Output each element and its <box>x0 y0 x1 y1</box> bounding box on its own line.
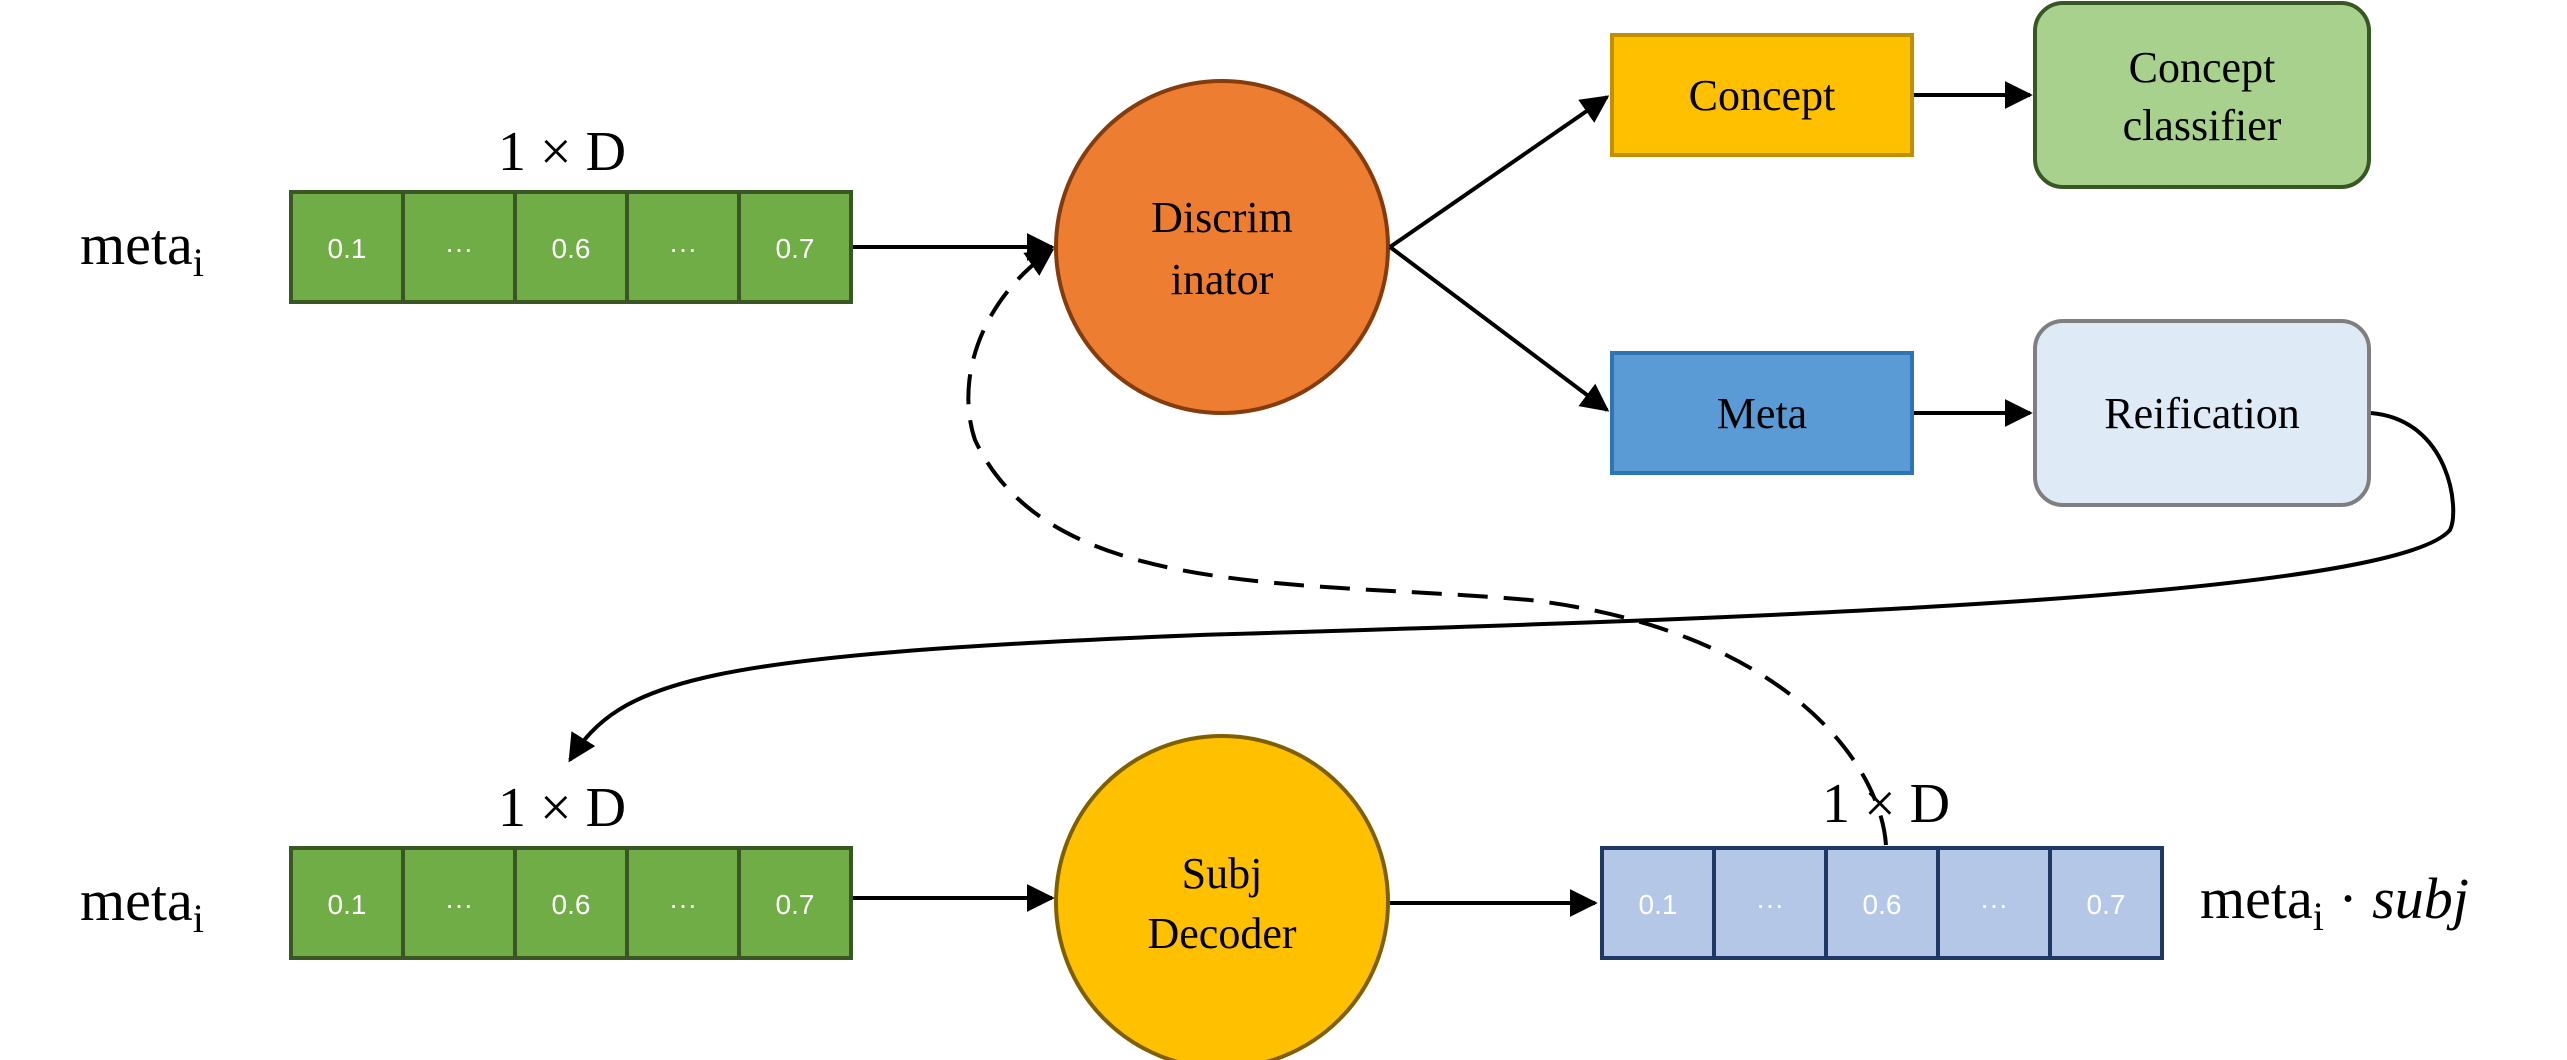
cell-value: ··· <box>669 889 697 920</box>
bottom-dim-label: 1 × D <box>498 777 626 839</box>
cell-value: 0.6 <box>552 233 591 264</box>
top-vector: 0.1 ··· 0.6 ··· 0.7 <box>289 190 853 304</box>
top-dim-label: 1 × D <box>498 121 626 183</box>
cell-value: ··· <box>669 233 697 264</box>
cell-value: 0.1 <box>328 233 367 264</box>
concept-label: Concept <box>1689 71 1836 120</box>
vector-cell <box>1824 846 1940 960</box>
cell-value: 0.1 <box>328 889 367 920</box>
output-label: metai · subj <box>2200 866 2469 939</box>
cell-value: 0.1 <box>1639 889 1678 920</box>
cell-value: 0.7 <box>776 889 815 920</box>
arrow-discriminator-to-concept <box>1388 95 1610 249</box>
vector-cell <box>625 846 741 960</box>
cell-value: 0.7 <box>776 233 815 264</box>
bottom-vector: 0.1 ··· 0.6 ··· 0.7 <box>289 846 853 960</box>
vector-cell <box>737 190 853 304</box>
cell-value: ··· <box>445 233 473 264</box>
vector-cell <box>513 190 629 304</box>
decoder-label-2: Decoder <box>1147 909 1296 958</box>
vector-cell <box>401 190 517 304</box>
classifier-label-2: classifier <box>2123 101 2282 150</box>
discriminator-label-2: inator <box>1171 255 1274 304</box>
concept-box: Concept <box>1610 33 1914 157</box>
classifier-label-1: Concept <box>2129 43 2276 92</box>
meta-box: Meta <box>1610 351 1914 475</box>
reification-label: Reification <box>2104 389 2300 438</box>
output-vector: 0.1 ··· 0.6 ··· 0.7 <box>1600 846 2164 960</box>
vector-cell <box>2048 846 2164 960</box>
decoder-node: Subj Decoder <box>1054 734 1390 1060</box>
top-input-label: metai <box>80 212 204 285</box>
cell-value: 0.7 <box>2087 889 2126 920</box>
arrow-reification-to-bottom-vector <box>568 411 2456 763</box>
vector-cell <box>289 846 405 960</box>
discriminator-node: Discrim inator <box>1054 79 1390 415</box>
cell-value: ··· <box>1756 889 1784 920</box>
arrow-discriminator-to-meta <box>1388 245 1610 412</box>
vector-cell <box>1936 846 2052 960</box>
decoder-label-1: Subj <box>1182 849 1263 898</box>
discriminator-label-1: Discrim <box>1151 193 1293 242</box>
output-dim-label: 1 × D <box>1822 773 1950 835</box>
bottom-input-label: metai <box>80 868 204 941</box>
cell-value: ··· <box>1980 889 2008 920</box>
cell-value: ··· <box>445 889 473 920</box>
vector-cell <box>1712 846 1828 960</box>
vector-cell <box>401 846 517 960</box>
cell-value: 0.6 <box>552 889 591 920</box>
reification-box: Reification <box>2033 319 2371 507</box>
vector-cell <box>737 846 853 960</box>
concept-classifier-box: Concept classifier <box>2033 1 2371 189</box>
vector-cell <box>289 190 405 304</box>
cell-value: 0.6 <box>1863 889 1902 920</box>
dashed-arrow-output-to-discriminator <box>966 248 1888 846</box>
meta-label: Meta <box>1717 389 1807 438</box>
